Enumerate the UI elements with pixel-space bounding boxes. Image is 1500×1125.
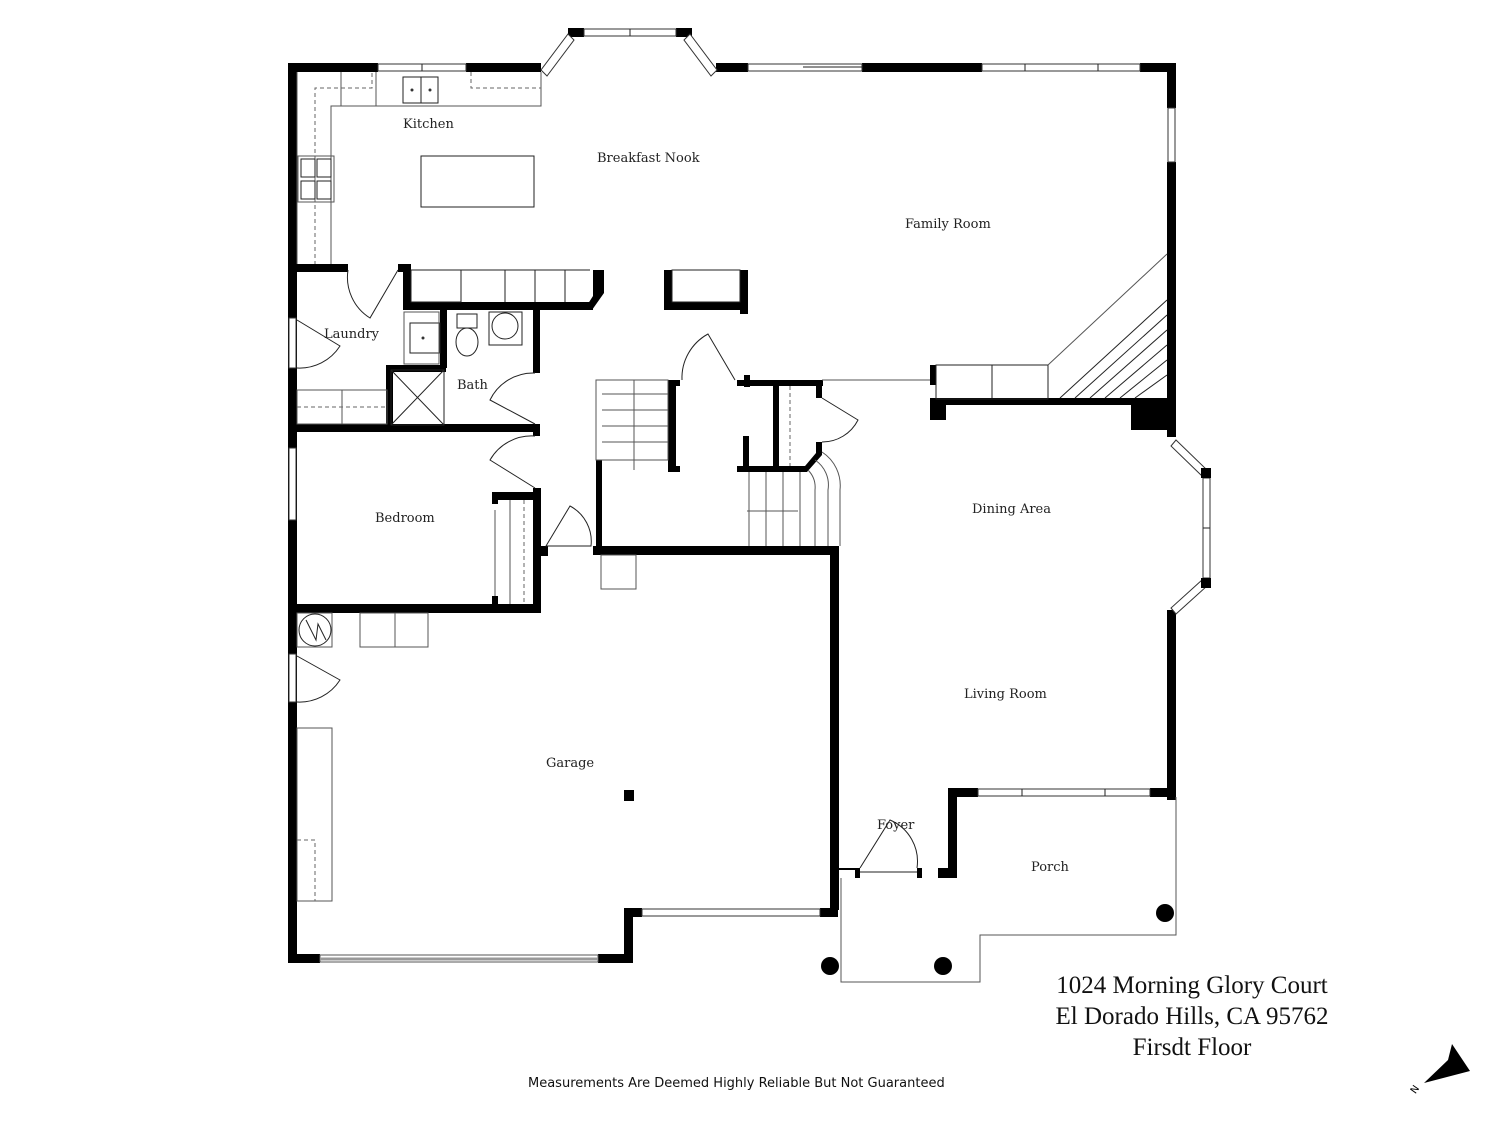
room-label-kitchen: Kitchen — [403, 117, 454, 132]
top-bay-window — [540, 28, 718, 77]
address-line1: 1024 Morning Glory Court — [1056, 972, 1328, 999]
kitchen-fixtures — [296, 72, 542, 265]
address-line2: El Dorado Hills, CA 95762 — [1055, 1003, 1329, 1030]
doors — [296, 269, 918, 873]
stairs — [494, 379, 841, 604]
floor-label: Firsdt Floor — [1132, 1034, 1252, 1061]
interior-walls — [288, 264, 1170, 878]
fireplace — [822, 253, 1168, 400]
room-label-laundry: Laundry — [324, 327, 380, 342]
room-label-porch: Porch — [1031, 860, 1070, 875]
bath-fixtures — [296, 311, 523, 426]
room-label-foyer: Foyer — [877, 818, 915, 833]
room-label-family-room: Family Room — [905, 217, 991, 232]
room-label-bedroom: Bedroom — [375, 511, 435, 526]
disclaimer: Measurements Are Deemed Highly Reliable … — [528, 1076, 945, 1091]
north-label: N — [1409, 1084, 1422, 1096]
windows — [288, 63, 1211, 963]
room-label-bath: Bath — [457, 378, 489, 393]
garage-fixtures — [296, 554, 637, 902]
north-arrow-icon: N — [1409, 1044, 1470, 1096]
room-label-dining-area: Dining Area — [972, 502, 1051, 517]
porch — [821, 797, 1177, 983]
room-label-breakfast-nook: Breakfast Nook — [597, 151, 700, 166]
room-label-garage: Garage — [546, 756, 594, 771]
nook-counters — [410, 269, 741, 303]
room-label-living-room: Living Room — [964, 687, 1047, 702]
address-block: 1024 Morning Glory Court El Dorado Hills… — [1012, 970, 1372, 1063]
